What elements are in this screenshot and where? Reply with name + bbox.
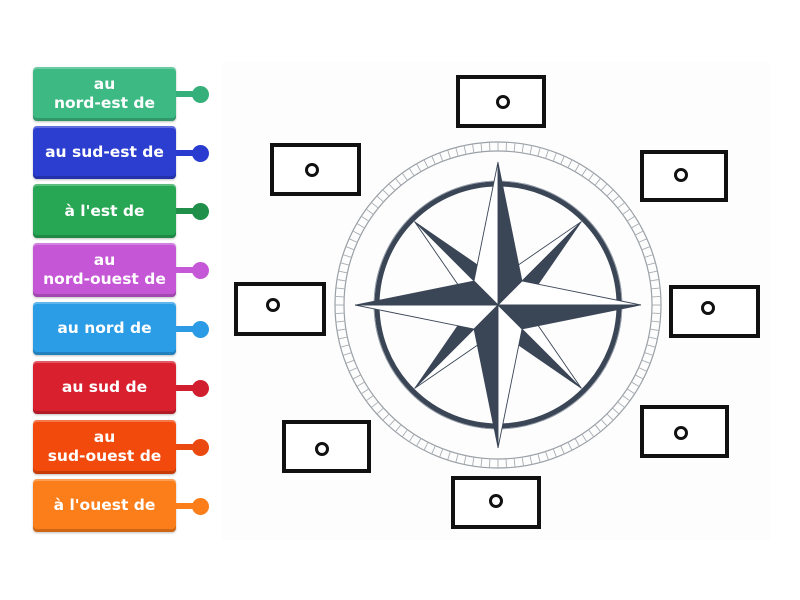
drag-pin-nord-est[interactable] [192, 86, 209, 103]
drag-pin-sud[interactable] [192, 380, 209, 397]
connector-line [176, 267, 198, 273]
connector-line [176, 385, 198, 391]
connector-line [176, 503, 198, 509]
anchor-dot-icon [674, 426, 688, 440]
drag-pin-ouest[interactable] [192, 498, 209, 515]
drag-pin-sud-est[interactable] [192, 145, 209, 162]
anchor-dot-icon [674, 168, 688, 182]
label-text: au nord de [57, 319, 152, 337]
anchor-dot-icon [266, 298, 280, 312]
anchor-dot-icon [305, 163, 319, 177]
anchor-dot-icon [496, 95, 510, 109]
label-tile-est[interactable]: à l'est de [33, 184, 176, 238]
label-text: à l'est de [64, 201, 145, 220]
label-text: au sud-ouest de [47, 428, 162, 465]
label-text: au nord-est de [53, 75, 155, 112]
connector-line [176, 444, 198, 450]
drag-pin-nord-ouest[interactable] [192, 262, 209, 279]
connector-line [176, 91, 198, 97]
label-tile-nord-ouest[interactable]: au nord-ouest de [33, 243, 176, 297]
drop-zone-left[interactable] [234, 282, 326, 336]
label-tile-nord-est[interactable]: au nord-est de [33, 67, 176, 121]
label-text: au sud de [61, 378, 148, 396]
drag-pin-est[interactable] [192, 203, 209, 220]
connector-line [176, 208, 198, 214]
label-tile-sud-est[interactable]: au sud-est de [33, 126, 176, 179]
label-tile-sud-ouest[interactable]: au sud-ouest de [33, 420, 176, 474]
label-tile-ouest[interactable]: à l'ouest de [33, 479, 176, 532]
label-text: au sud-est de [45, 143, 164, 161]
anchor-dot-icon [315, 442, 329, 456]
drag-pin-sud-ouest[interactable] [192, 439, 209, 456]
label-text: au nord-ouest de [43, 251, 166, 288]
anchor-dot-icon [701, 301, 715, 315]
drag-pin-nord[interactable] [192, 321, 209, 338]
label-tile-sud[interactable]: au sud de [33, 361, 176, 414]
connector-line [176, 326, 198, 332]
label-tile-nord[interactable]: au nord de [33, 302, 176, 355]
anchor-dot-icon [489, 494, 503, 508]
connector-line [176, 150, 198, 156]
drop-zone-right[interactable] [669, 285, 760, 338]
label-text: à l'ouest de [53, 496, 156, 514]
